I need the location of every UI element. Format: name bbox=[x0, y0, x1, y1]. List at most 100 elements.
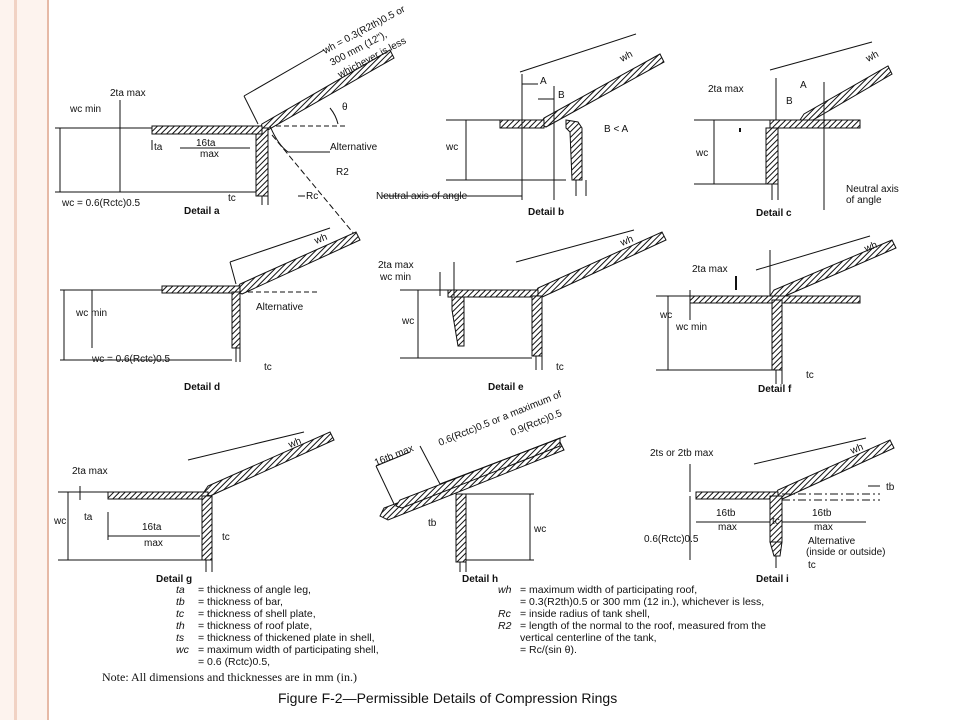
detail-b-a-label: A bbox=[540, 76, 547, 87]
detail-a-wc-formula: wc = 0.6(Rctc)0.5 bbox=[61, 198, 141, 209]
figure-caption: Figure F-2—Permissible Details of Compre… bbox=[278, 690, 618, 706]
detail-i-tb-label: tb bbox=[886, 482, 895, 493]
legend-row: Rc= inside radius of tank shell, bbox=[498, 608, 766, 620]
detail-b-neutral-axis: Neutral axis of angle bbox=[376, 191, 468, 202]
detail-g-label: Detail g bbox=[156, 574, 192, 585]
detail-g-wh-label: wh bbox=[286, 436, 303, 451]
detail-c-a-label: A bbox=[800, 80, 807, 91]
detail-a-alternative-label: Alternative bbox=[330, 142, 378, 153]
legend-row: ts = thickness of thickened plate in shel… bbox=[176, 632, 379, 644]
legend-symbol: ta bbox=[176, 584, 185, 596]
legend-text: = 0.3(R2th)0.5 or 300 mm (12 in.), which… bbox=[520, 596, 765, 608]
legend-symbol: Rc bbox=[498, 608, 511, 620]
detail-h-16tb-label: 16tb max bbox=[373, 443, 415, 469]
legend-row: R2 = length of the normal to the roof, me… bbox=[498, 620, 766, 632]
legend-row: tc = thickness of shell plate, bbox=[176, 608, 379, 620]
legend-row: = 0.6 (Rctc)0.5, bbox=[176, 656, 379, 668]
legend-symbol: ts bbox=[176, 632, 185, 644]
detail-a-tc-label: tc bbox=[228, 193, 236, 204]
legend-text: = maximum width of participating shell, bbox=[198, 644, 379, 656]
detail-e-wcmin-label: wc min bbox=[379, 272, 411, 283]
legend-text: = maximum width of participating roof, bbox=[520, 584, 698, 596]
detail-e-drawing: wh 2ta max wc min wc tc Detail e bbox=[378, 229, 667, 393]
detail-d-drawing: wh wc min Alternative wc = 0.6(Rctc)0.5 … bbox=[60, 227, 361, 393]
legend-row: th= thickness of roof plate, bbox=[176, 620, 379, 632]
detail-i-tc-label: tc bbox=[772, 516, 780, 527]
detail-g-tc-label: tc bbox=[222, 532, 230, 543]
legend-symbol: tc bbox=[176, 608, 185, 620]
legend-row: tb= thickness of bar, bbox=[176, 596, 379, 608]
slide-left-border bbox=[0, 0, 49, 720]
detail-e-wc-label: wc bbox=[401, 316, 414, 327]
detail-b-b-label: B bbox=[558, 90, 565, 101]
detail-c-drawing: wh 2ta max A B wc Neutral axis of angle … bbox=[694, 41, 899, 219]
detail-a-ta-label: ta bbox=[154, 142, 163, 153]
legend-row: vertical centerline of the tank, bbox=[498, 632, 766, 644]
detail-a-label: Detail a bbox=[184, 206, 220, 217]
detail-a-wcmin-label: wc min bbox=[69, 104, 101, 115]
detail-f-label: Detail f bbox=[758, 384, 792, 395]
detail-d-tc-label: tc bbox=[264, 362, 272, 373]
legend-row: wc = maximum width of participating shell… bbox=[176, 644, 379, 656]
detail-f-2ta-label: 2ta max bbox=[692, 264, 728, 275]
detail-h-drawing: 16tb max 0.6(Rctc)0.5 or a maximum of 0.… bbox=[373, 389, 567, 585]
detail-f-wcmin-label: wc min bbox=[675, 322, 707, 333]
detail-f-drawing: wh 2ta max wc wc min tc Detail f bbox=[656, 235, 897, 395]
detail-a-16ta-label: 16ta bbox=[196, 138, 216, 149]
detail-d-label: Detail d bbox=[184, 382, 220, 393]
detail-g-ta-label: ta bbox=[84, 512, 93, 523]
legend-text: vertical centerline of the tank, bbox=[520, 632, 657, 644]
legend-text: = thickness of angle leg, bbox=[198, 584, 311, 596]
legend-text: = thickness of thickened plate in shell, bbox=[198, 632, 375, 644]
detail-b-wc-label: wc bbox=[445, 142, 458, 153]
legend-symbol bbox=[498, 632, 520, 644]
legend-symbol: th bbox=[176, 620, 185, 632]
detail-i-alternative-label: Alternative bbox=[808, 536, 856, 547]
detail-e-2ta-label: 2ta max bbox=[378, 260, 414, 271]
detail-e-label: Detail e bbox=[488, 382, 524, 393]
detail-h-label: Detail h bbox=[462, 574, 498, 585]
detail-d-wcmin-label: wc min bbox=[75, 308, 107, 319]
detail-g-2ta-label: 2ta max bbox=[72, 466, 108, 477]
detail-f-wh-label: wh bbox=[862, 240, 879, 255]
detail-d-alternative-label: Alternative bbox=[256, 302, 304, 313]
legend-row: ta = thickness of angle leg, bbox=[176, 584, 379, 596]
detail-h-wc-label: wc bbox=[533, 524, 546, 535]
detail-i-16tb-right: 16tb bbox=[812, 508, 832, 519]
detail-c-label: Detail c bbox=[756, 208, 792, 219]
legend-row: = 0.3(R2th)0.5 or 300 mm (12 in.), which… bbox=[498, 596, 766, 608]
detail-a-rc-label: Rc bbox=[306, 191, 318, 202]
legend-right: wh = maximum width of participating roof,… bbox=[498, 584, 766, 656]
legend-left: ta= thickness of angle leg, tb= thicknes… bbox=[176, 584, 379, 668]
detail-i-tc-bottom: tc bbox=[808, 560, 816, 571]
dimension-note: Note: All dimensions and thicknesses are… bbox=[102, 670, 357, 684]
legend-text: = length of the normal to the roof, meas… bbox=[520, 620, 767, 632]
detail-i-wh-label: wh bbox=[848, 442, 865, 457]
legend-symbol: wh bbox=[498, 584, 512, 596]
detail-c-neutral-axis-2: of angle bbox=[846, 195, 882, 206]
detail-a-max-label: max bbox=[200, 149, 219, 160]
legend-symbol bbox=[176, 656, 198, 668]
legend-text: = 0.6 (Rctc)0.5, bbox=[198, 656, 271, 668]
legend-symbol: tb bbox=[176, 596, 185, 608]
legend-text: = thickness of shell plate, bbox=[198, 608, 316, 620]
legend-row: wh = maximum width of participating roof, bbox=[498, 584, 766, 596]
detail-a-drawing: wh = 0.3(R2th)0.5 or 300 mm (12"), which… bbox=[55, 4, 408, 236]
detail-i-max-right: max bbox=[814, 522, 833, 533]
legend-symbol bbox=[498, 644, 520, 656]
detail-g-wc-label: wc bbox=[53, 516, 66, 527]
detail-g-drawing: wh 2ta max wc ta 16ta max tc Detail g bbox=[53, 431, 335, 585]
detail-i-drawing: wh 2ts or 2tb max tb 16tb max 16tb max t… bbox=[644, 437, 895, 585]
legend-text: = Rc/(sin θ). bbox=[520, 644, 577, 656]
legend-symbol: R2 bbox=[498, 620, 512, 632]
detail-f-tc-label: tc bbox=[806, 370, 814, 381]
detail-i-max-left: max bbox=[718, 522, 737, 533]
detail-d-wh-label: wh bbox=[312, 232, 329, 247]
detail-c-wh-label: wh bbox=[863, 49, 880, 65]
detail-d-wc-formula: wc = 0.6(Rctc)0.5 bbox=[91, 354, 171, 365]
legend-symbol: wc bbox=[176, 644, 189, 656]
detail-i-16tb-left: 16tb bbox=[716, 508, 736, 519]
detail-c-2ta-label: 2ta max bbox=[708, 84, 744, 95]
detail-e-wh-label: wh bbox=[618, 234, 635, 249]
